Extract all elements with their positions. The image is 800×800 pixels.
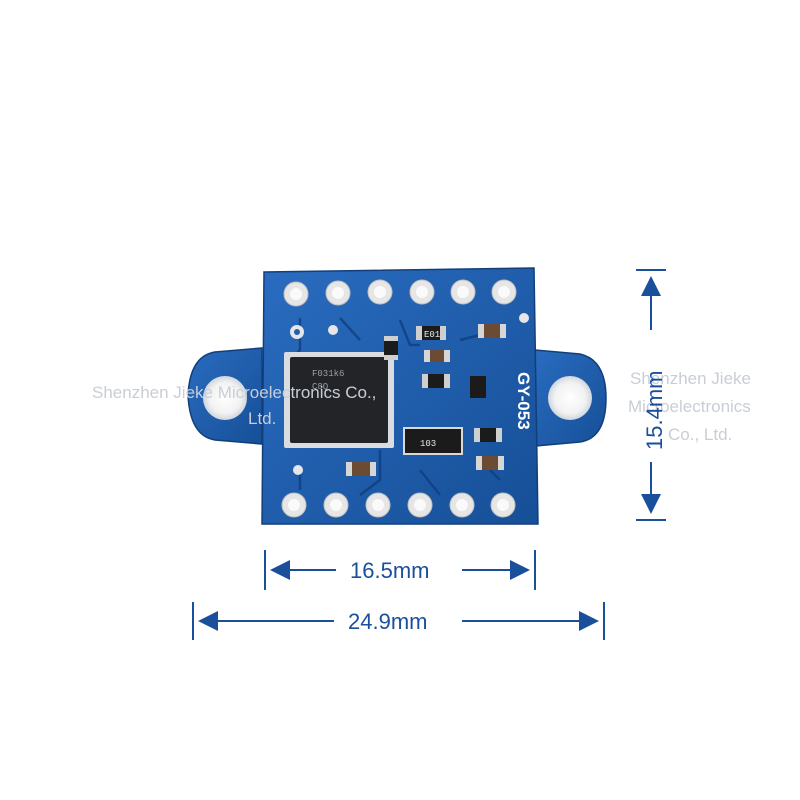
watermark-left-line2: Ltd. <box>248 409 276 428</box>
outer-width-dimension: 24.9mm <box>192 602 605 640</box>
resistor-marking: 103 <box>420 439 436 449</box>
watermark-right-line3: Co., Ltd. <box>668 425 732 444</box>
height-label: 15.4mm <box>642 371 667 450</box>
mounting-hole-right <box>548 376 592 420</box>
smd-components: E01 103 <box>346 324 506 476</box>
pcb-board: F031k6 C8Q E01 103 GY-053 <box>187 267 607 525</box>
chip-marking-line1: F031k6 <box>312 369 344 379</box>
chip-marking-line2: C8Q <box>312 382 328 392</box>
top-header-pins <box>283 279 517 307</box>
bottom-header-pins <box>281 492 516 518</box>
watermark: Shenzhen Jieke Microelectronics Co., Ltd… <box>92 369 751 444</box>
height-dimension: 15.4mm <box>636 269 667 521</box>
mounting-hole-left <box>203 376 247 420</box>
inner-width-dimension: 16.5mm <box>264 550 536 590</box>
microcontroller-chip: F031k6 C8Q <box>284 352 394 448</box>
watermark-left-line1: Shenzhen Jieke Microelectronics Co., <box>92 383 376 402</box>
part-marking-e01: E01 <box>424 330 440 340</box>
inner-width-label: 16.5mm <box>350 558 429 583</box>
watermark-right-line1: Shenzhen Jieke <box>630 369 751 388</box>
board-label: GY-053 <box>514 372 533 430</box>
outer-width-label: 24.9mm <box>348 609 427 634</box>
watermark-right-line2: Microelectronics <box>628 397 751 416</box>
